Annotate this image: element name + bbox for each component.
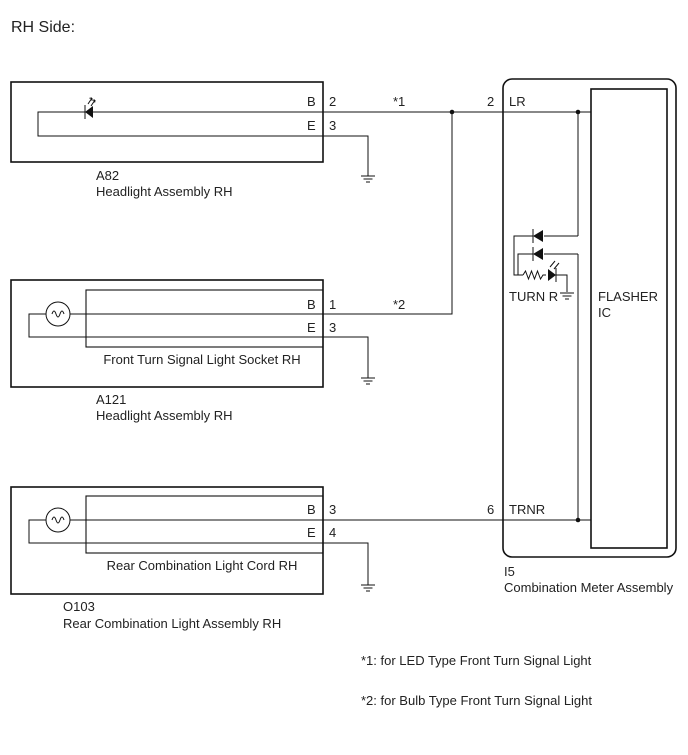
i5-pin-trnr-number: 6 — [487, 502, 494, 517]
ground-icon — [360, 377, 376, 385]
flasher-ic-box — [590, 88, 668, 549]
o103-box — [10, 486, 324, 595]
ground-icon — [360, 584, 376, 592]
a121-code: A121 — [96, 392, 126, 407]
a121-box — [10, 279, 324, 388]
o103-component: B 3 E 4 Rear Combination Light Cord RH O… — [10, 486, 336, 631]
i5-pin-trnr-label: TRNR — [509, 502, 545, 517]
flasher-ic-label-line1: FLASHER — [598, 289, 658, 304]
i5-code: I5 — [504, 564, 515, 579]
note-2: *2: for Bulb Type Front Turn Signal Ligh… — [361, 693, 592, 708]
a82-pin-e-label: E — [307, 118, 316, 133]
diode-icon — [513, 229, 578, 276]
a121-pin-b-number: 1 — [329, 297, 336, 312]
a82-name: Headlight Assembly RH — [96, 184, 233, 199]
a121-socket-box — [85, 289, 324, 348]
o103-name: Rear Combination Light Assembly RH — [63, 616, 281, 631]
a121-wire-note: *2 — [393, 297, 405, 312]
page-title: RH Side: — [11, 19, 75, 36]
ground-icon — [360, 175, 376, 183]
a82-code: A82 — [96, 168, 119, 183]
o103-code: O103 — [63, 599, 95, 614]
a82-pin-b-label: B — [307, 94, 316, 109]
flasher-ic-label-line2: IC — [598, 305, 611, 320]
a82-component: B 2 E 3 A82 Headlight Assembly RH — [10, 81, 336, 199]
o103-pin-b-number: 3 — [329, 502, 336, 517]
turn-indicator-label: TURN R — [509, 289, 558, 304]
a121-pin-b-label: B — [307, 297, 316, 312]
wire-a121-to-lr — [323, 112, 453, 315]
bulb-icon — [45, 301, 71, 327]
o103-socket-box — [85, 495, 324, 554]
bulb-icon — [45, 507, 71, 533]
o103-socket-name: Rear Combination Light Cord RH — [107, 558, 298, 573]
i5-name: Combination Meter Assembly — [504, 580, 674, 595]
i5-component: 2 LR 6 TRNR — [487, 78, 677, 595]
led-icon — [84, 97, 96, 119]
o103-pin-e-number: 4 — [329, 525, 336, 540]
i5-box — [502, 78, 677, 558]
ground-icon — [559, 292, 575, 300]
note-1: *1: for LED Type Front Turn Signal Light — [361, 653, 592, 668]
i5-pin-lr-label: LR — [509, 94, 526, 109]
i5-pin-lr-number: 2 — [487, 94, 494, 109]
o103-pin-e-label: E — [307, 525, 316, 540]
a121-socket-name: Front Turn Signal Light Socket RH — [103, 352, 300, 367]
a82-wire-note: *1 — [393, 94, 405, 109]
a121-pin-e-label: E — [307, 320, 316, 335]
a82-pin-e-number: 3 — [329, 118, 336, 133]
a121-name: Headlight Assembly RH — [96, 408, 233, 423]
a82-box — [10, 81, 324, 163]
a121-component: B 1 E 3 Front Turn Signal Light Socket R… — [10, 279, 336, 423]
o103-pin-b-label: B — [307, 502, 316, 517]
diode-icon — [517, 247, 578, 275]
a121-pin-e-number: 3 — [329, 320, 336, 335]
turn-indicator-led-icon — [548, 260, 568, 292]
resistor-icon — [522, 269, 546, 281]
a82-pin-b-number: 2 — [329, 94, 336, 109]
